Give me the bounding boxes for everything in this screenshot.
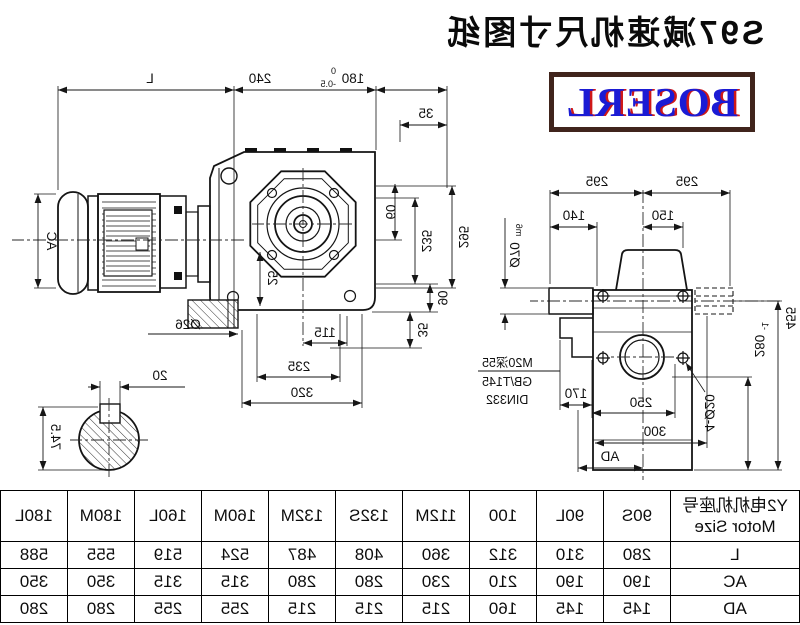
side-view-dimensions: 295 295 150 140 Ø70 m6 455 280 -1 4-Ø20	[478, 174, 798, 472]
dim-295-a: 295	[676, 174, 699, 189]
dim-35-top: 35	[418, 106, 433, 121]
table-cell: 519	[134, 541, 202, 569]
dim-90: 90	[435, 290, 450, 305]
row-label: AC	[670, 568, 800, 596]
table-cell: 255	[134, 595, 202, 623]
table-row-AD: AD 145 145 160 215 215 215 255 255 280 2…	[0, 595, 800, 623]
dim-35-side: 35	[415, 322, 430, 337]
table-cell: 312	[469, 541, 537, 569]
table-cell: 360	[402, 541, 470, 569]
table-cell: 190	[536, 568, 604, 596]
table-cell: 145	[536, 595, 604, 623]
table-cell: 255	[201, 595, 269, 623]
table-header-cell: 90S	[603, 490, 671, 542]
note-gbt145: GB/T145	[482, 375, 532, 389]
dim-60: 60	[383, 204, 398, 219]
table-cell: 524	[201, 541, 269, 569]
table-cell: 588	[0, 541, 68, 569]
table-area: Y2电机机座号 Motor Size 90S 90L 100 112M 132S…	[0, 490, 800, 623]
dim-320: 320	[291, 385, 314, 400]
table-header-row: Y2电机机座号 Motor Size 90S 90L 100 112M 132S…	[0, 490, 800, 542]
shaft-section-view: 20 74.5	[38, 368, 185, 478]
table-cell: 280	[603, 541, 671, 569]
note-din332: DIN332	[486, 393, 528, 407]
table-header-cell: 180L	[0, 490, 68, 542]
table-header-en: Motor Size	[694, 517, 776, 536]
dim-180: 180	[342, 71, 365, 86]
dim-AD: AD	[600, 449, 619, 464]
dim-170: 170	[565, 386, 588, 401]
table-header-cn: Y2电机机座号	[682, 495, 788, 515]
dim-140: 140	[563, 208, 586, 223]
table-cell: 280	[67, 595, 135, 623]
table-cell: 555	[67, 541, 135, 569]
row-label: AD	[670, 595, 800, 623]
dim-280-tol: -1	[760, 322, 770, 330]
table-row-AC: AC 190 190 210 230 280 280 315 315 350 3…	[0, 568, 800, 596]
table-cell: 280	[268, 568, 336, 596]
dim-115: 115	[314, 325, 336, 340]
dim-180-tol-lower: -0.5	[320, 79, 336, 89]
row-label: L	[670, 541, 800, 569]
dim-25: 25	[265, 270, 280, 285]
dim-shaft-diameter: Ø70	[507, 242, 522, 268]
front-view	[12, 148, 376, 346]
dim-235-side: 235	[419, 230, 434, 253]
table-header-cell: 160M	[201, 490, 269, 542]
dim-L: L	[146, 71, 154, 86]
table-cell: 190	[603, 568, 671, 596]
table-cell: 280	[335, 568, 403, 596]
front-view-dimensions: L 240 180 0 -0.5 35 AC 60 235 295 90 35	[34, 66, 471, 408]
table-cell: 210	[469, 568, 537, 596]
table-cell: 310	[536, 541, 604, 569]
table-header-cell: 112M	[402, 490, 470, 542]
motor-size-table: Y2电机机座号 Motor Size 90S 90L 100 112M 132S…	[0, 490, 800, 623]
table-cell: 215	[402, 595, 470, 623]
dim-250: 250	[630, 395, 653, 410]
table-cell: 487	[268, 541, 336, 569]
dim-20: 20	[152, 368, 167, 383]
table-cell: 408	[335, 541, 403, 569]
table-cell: 215	[335, 595, 403, 623]
note-m20: M20深55	[482, 356, 533, 370]
table-header-cell: 160L	[134, 490, 202, 542]
technical-drawing: L 240 180 0 -0.5 35 AC 60 235 295 90 35	[12, 66, 798, 480]
table-cell: 230	[402, 568, 470, 596]
dim-280: 280	[752, 335, 767, 358]
dim-235-bottom: 235	[288, 359, 311, 374]
dim-o26: Ø26	[175, 317, 201, 332]
table-cell: 160	[469, 595, 537, 623]
table-cell: 350	[0, 568, 68, 596]
table-header-cell: 132M	[268, 490, 336, 542]
dim-74-5: 74.5	[48, 424, 63, 450]
table-row-L: L 280 310 312 360 408 487 524 519 555 58…	[0, 541, 800, 569]
dim-180-tol-upper: 0	[331, 66, 336, 76]
table-header-cell: 90L	[536, 490, 604, 542]
table-cell: 315	[134, 568, 202, 596]
dim-295-side: 295	[456, 226, 471, 249]
table-cell: 315	[201, 568, 269, 596]
table-cell: 350	[67, 568, 135, 596]
dim-240: 240	[249, 71, 272, 86]
table-cell: 280	[0, 595, 68, 623]
table-cell: 145	[603, 595, 671, 623]
dim-shaft-fit: m6	[514, 224, 524, 237]
dim-150: 150	[652, 208, 675, 223]
dim-295-b: 295	[586, 174, 609, 189]
dim-AC: AC	[44, 231, 59, 250]
table-header-cell: 132S	[335, 490, 403, 542]
page-title: S97减速机尺寸图纸	[444, 14, 764, 51]
dim-holes: 4-Ø20	[702, 394, 717, 432]
table-header-label: Y2电机机座号 Motor Size	[670, 490, 800, 542]
dim-300: 300	[644, 424, 667, 439]
table-header-cell: 180M	[67, 490, 135, 542]
table-header-cell: 100	[469, 490, 537, 542]
dim-455: 455	[783, 307, 798, 330]
table-cell: 215	[268, 595, 336, 623]
